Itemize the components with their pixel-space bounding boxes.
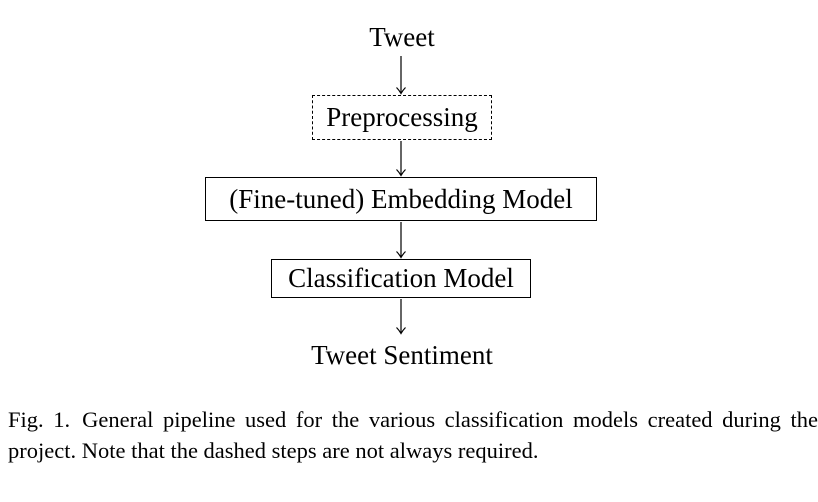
arrow-embedding-to-classification xyxy=(396,222,406,259)
arrow-classification-to-sentiment xyxy=(396,299,406,335)
node-preprocessing-label: Preprocessing xyxy=(326,102,478,132)
node-embedding-model: (Fine-tuned) Embedding Model xyxy=(205,177,597,221)
node-embedding-model-label: (Fine-tuned) Embedding Model xyxy=(229,183,573,214)
node-classification-model: Classification Model xyxy=(271,259,531,298)
arrow-preprocessing-to-embedding xyxy=(396,141,406,177)
node-input-tweet: Tweet xyxy=(369,22,435,52)
node-preprocessing: Preprocessing xyxy=(312,95,492,140)
figure-caption: Fig. 1.General pipeline used for the var… xyxy=(8,404,818,466)
figure-caption-text: General pipeline used for the various cl… xyxy=(8,407,818,463)
node-classification-model-label: Classification Model xyxy=(288,263,514,293)
figure-caption-label: Fig. 1. xyxy=(8,407,71,432)
node-output-tweet-sentiment: Tweet Sentiment xyxy=(311,340,493,370)
arrow-tweet-to-preprocessing xyxy=(396,56,406,95)
